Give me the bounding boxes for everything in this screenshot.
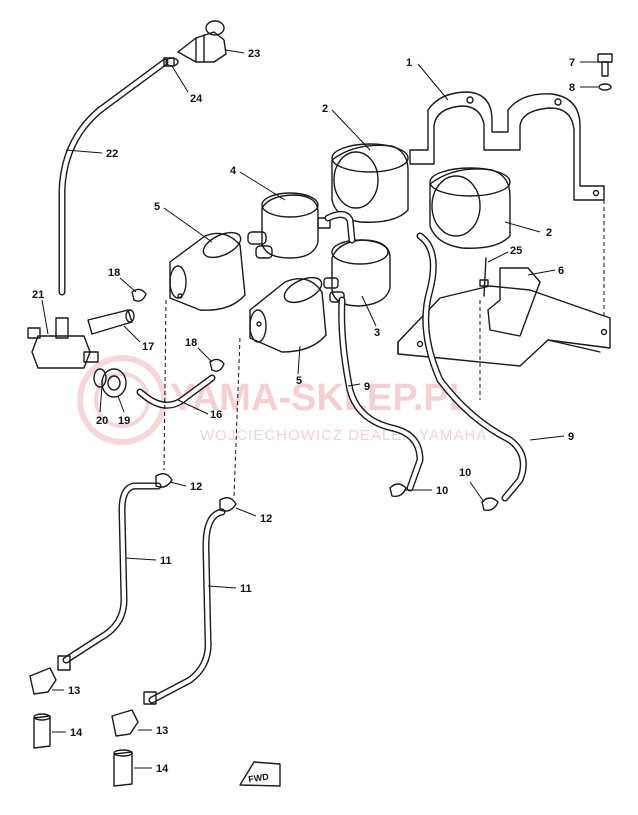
callout-6: 6: [558, 265, 564, 277]
part-9-lead-left: [338, 296, 424, 492]
part-7-bolt: [597, 53, 613, 77]
callout-13-right: 13: [156, 725, 168, 737]
fwd-badge: FWD: [239, 761, 281, 787]
part-12-clip-right: [219, 497, 237, 512]
part-8-washer: [598, 83, 612, 91]
part-14-cap-right: [113, 749, 133, 787]
part-4-ignition-coil: [247, 192, 331, 259]
callout-16: 16: [210, 409, 222, 421]
part-14-cap-left: [33, 713, 51, 749]
callout-9-left: 9: [364, 381, 370, 393]
callout-9-right: 9: [568, 431, 574, 443]
callout-20: 20: [96, 415, 108, 427]
callout-18-lower: 18: [185, 337, 197, 349]
callout-2-lower: 2: [546, 227, 552, 239]
part-5-cone-lower: [249, 276, 327, 353]
callout-1: 1: [406, 57, 412, 69]
watermark-logo-icon: [77, 355, 167, 445]
part-3-ignition-coil: [323, 239, 391, 307]
part-22-hose: [58, 58, 169, 296]
callout-18-upper: 18: [108, 267, 120, 279]
part-9-lead-right: [416, 232, 527, 502]
callout-10-right: 10: [459, 467, 471, 479]
part-12-clip-left: [155, 473, 173, 488]
part-11-hose-left: [62, 482, 162, 664]
watermark-brand: YAMA-SKLEP.PL: [170, 377, 472, 419]
part-21-tee: [27, 317, 99, 369]
fwd-badge-label: FWD: [248, 771, 270, 784]
watermark-dealer: WOJCIECHOWICZ DEALER YAMAHA: [200, 427, 487, 444]
callout-12-right: 12: [260, 513, 272, 525]
part-16-hose: [136, 374, 216, 409]
callout-25: 25: [510, 245, 522, 257]
part-coil4-lead: [324, 211, 356, 244]
part-25-pin: [479, 257, 489, 297]
part-6-base-plate: [397, 267, 611, 367]
part-11-hose-right: [148, 508, 226, 704]
part-13-elbow-left: [29, 655, 71, 695]
part-10-clip-left: [389, 483, 407, 498]
part-13-elbow-right: [111, 691, 157, 737]
part-19-20-grommet: [93, 368, 127, 398]
part-10-clip-right: [481, 497, 499, 512]
callout-5-upper: 5: [154, 201, 160, 213]
part-5-cone-upper: [169, 231, 246, 311]
part-23-connector: [177, 20, 227, 63]
callout-21: 21: [32, 289, 44, 301]
callout-4: 4: [230, 165, 237, 177]
part-2-sleeve-lower: [429, 167, 511, 249]
callout-7: 7: [569, 57, 575, 69]
callout-22: 22: [106, 148, 118, 160]
callout-14-left: 14: [70, 727, 83, 739]
callout-10-left: 10: [436, 485, 448, 497]
assembly-guides: [163, 200, 605, 497]
watermark: YAMA-SKLEP.PL WOJCIECHOWICZ DEALER YAMAH…: [77, 355, 487, 445]
callout-23: 23: [248, 48, 260, 60]
callout-17: 17: [142, 341, 154, 353]
callout-24: 24: [190, 93, 203, 105]
part-18-clip-lower: [209, 358, 225, 372]
callout-11-left: 11: [160, 555, 172, 567]
part-2-sleeve-upper: [331, 143, 409, 223]
part-18-clip-upper: [131, 288, 147, 302]
callout-11-right: 11: [240, 583, 252, 595]
callout-5-lower: 5: [296, 375, 302, 387]
callout-12-left: 12: [190, 481, 202, 493]
callout-19: 19: [118, 415, 130, 427]
callouts: 1 2 2 3 4 5 5 6 7 8 9 9 10 10 11 11 12: [32, 48, 598, 775]
callout-13-left: 13: [68, 685, 80, 697]
callout-14-right: 14: [156, 763, 169, 775]
callout-2-upper: 2: [322, 103, 328, 115]
callout-8: 8: [569, 82, 575, 94]
part-17-pipe: [87, 309, 135, 335]
callout-3: 3: [374, 327, 380, 339]
